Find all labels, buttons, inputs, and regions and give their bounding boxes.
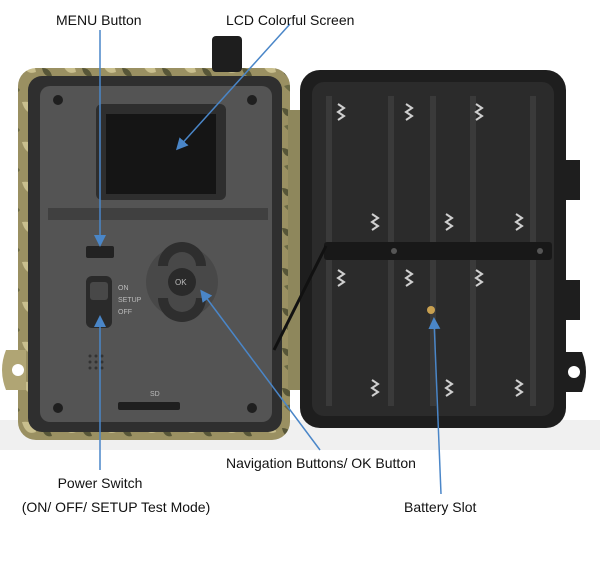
switch-on-label: ON (118, 285, 129, 292)
lcd-screen-label: LCD Colorful Screen (226, 12, 355, 28)
antenna (212, 36, 242, 72)
switch-off-label: OFF (118, 309, 132, 316)
callout-arrows (94, 23, 442, 495)
hinge (288, 110, 302, 390)
battery-slot-label: Battery Slot (404, 499, 477, 515)
battery-contact (427, 306, 435, 314)
navigation-pad (146, 242, 218, 322)
menu-button (86, 246, 114, 258)
sd-slot (118, 402, 180, 410)
lcd-arrow (175, 23, 291, 151)
menu-button-label: MENU Button (56, 12, 142, 28)
nav-arrow (200, 289, 321, 451)
sd-label: SD (150, 391, 160, 398)
battery-retaining-bar (324, 242, 552, 260)
front-panel (2, 36, 290, 440)
battery-compartment (272, 70, 586, 428)
navigation-buttons-label: Navigation Buttons/ OK Button (226, 455, 416, 471)
power-switch-label-line2: (ON/ OFF/ SETUP Test Mode) (21, 499, 211, 515)
lcd-screen (106, 114, 216, 194)
ok-label: OK (175, 278, 187, 287)
switch-setup-label: SETUP (118, 297, 142, 304)
speaker-grille (88, 354, 104, 370)
battery-arrow (428, 317, 442, 495)
power-switch-label-line1: Power Switch (57, 475, 143, 491)
